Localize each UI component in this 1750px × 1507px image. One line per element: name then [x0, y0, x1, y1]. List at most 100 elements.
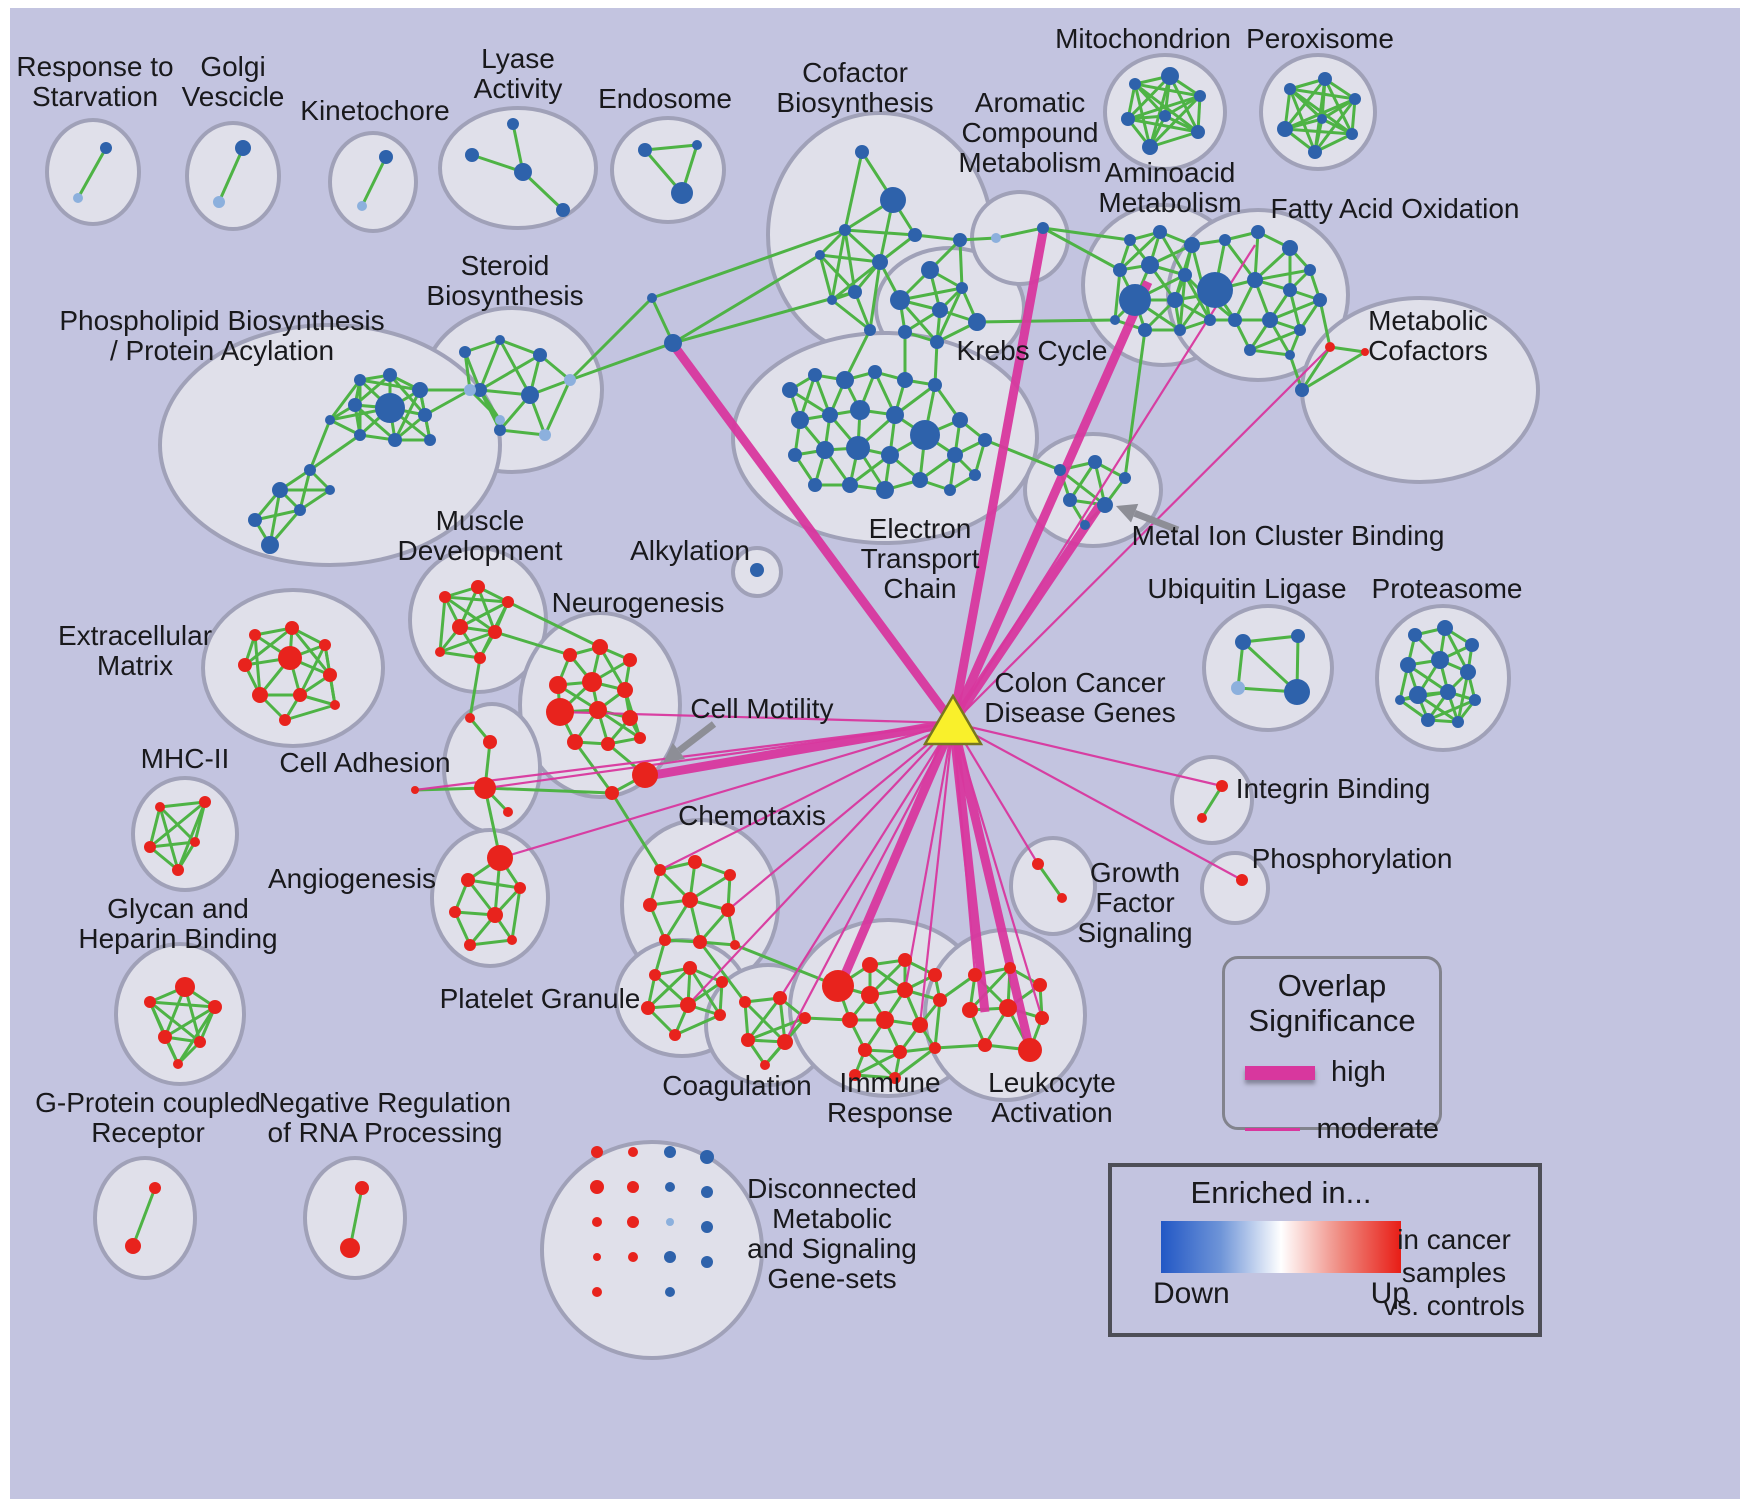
gene-node	[666, 1218, 674, 1226]
gene-edge	[968, 966, 1012, 1012]
gene-edge	[464, 338, 501, 354]
gene-edge	[831, 298, 871, 332]
gene-node	[1284, 679, 1310, 705]
gene-edge	[698, 909, 730, 943]
gene-node	[487, 845, 513, 871]
cluster-label-glycan-heparin-binding: Glycan and	[107, 893, 249, 924]
gene-edge	[958, 239, 964, 289]
gene-edge	[149, 1000, 201, 1044]
cluster-label-metabolic-cofactors: Metabolic	[1368, 305, 1488, 336]
gene-node	[1153, 225, 1167, 239]
gene-node	[872, 254, 888, 270]
gene-edge	[158, 806, 180, 871]
gene-edge	[746, 997, 782, 1041]
gene-node	[1054, 464, 1066, 476]
gene-node	[1346, 128, 1358, 140]
gene-node	[261, 536, 279, 554]
metal-ion-arrow	[1133, 509, 1180, 534]
cluster-label-integrin-binding: Integrin Binding	[1236, 773, 1431, 804]
cluster-bubble-fatty-acid-oxidation	[1166, 208, 1350, 382]
gene-node	[627, 1181, 639, 1193]
gene-node	[627, 1216, 639, 1228]
significance-edge-high	[948, 231, 1048, 724]
gene-node	[930, 335, 944, 349]
gene-node	[190, 837, 200, 847]
gene-node	[962, 1002, 978, 1018]
gene-node	[1452, 716, 1464, 728]
gene-node	[912, 472, 928, 488]
gene-edge	[176, 1006, 217, 1065]
gene-edge	[476, 586, 497, 633]
significance-edge-moderate	[687, 722, 954, 1006]
gene-edge	[854, 1073, 896, 1080]
gene-node	[693, 935, 707, 949]
gene-node	[701, 1186, 713, 1198]
layer-arrows	[663, 503, 1180, 763]
gene-edge	[164, 1005, 216, 1039]
gene-edge	[76, 147, 108, 199]
gene-edge	[298, 644, 327, 696]
gene-edge	[644, 143, 698, 152]
cluster-bubble-ubiquitin-ligase	[1202, 604, 1334, 732]
gene-edge	[244, 626, 293, 667]
gene-edge	[348, 1187, 364, 1249]
gene-node	[461, 873, 475, 887]
gene-node	[1304, 264, 1316, 276]
gene-edge	[459, 600, 509, 629]
gene-node	[375, 393, 405, 423]
gene-node	[665, 1182, 675, 1192]
gene-node	[921, 261, 939, 279]
cluster-label-disconnected-gene-sets: Disconnected	[747, 1173, 917, 1204]
gene-node	[149, 1182, 161, 1194]
gene-edge-inter	[984, 438, 1061, 472]
gene-edge	[1443, 627, 1470, 673]
significance-edge-moderate	[727, 722, 954, 911]
gene-node	[1138, 323, 1152, 337]
gene-edge	[1269, 298, 1321, 322]
gene-node	[815, 250, 825, 260]
gene-node	[1197, 272, 1233, 308]
gene-node	[932, 302, 948, 318]
gene-node	[1037, 222, 1049, 234]
gene-edge-inter	[734, 943, 839, 988]
gene-node	[1291, 629, 1305, 643]
gene-edge	[217, 147, 245, 203]
gene-node	[721, 903, 735, 917]
gene-edge-inter	[1042, 226, 1121, 272]
gene-node	[1159, 110, 1171, 122]
layer-hub	[922, 693, 984, 746]
gene-node	[782, 382, 798, 398]
significance-edge-moderate	[486, 721, 954, 790]
gene-edge	[1118, 230, 1162, 272]
gene-node	[842, 477, 858, 493]
gene-node	[208, 1000, 222, 1014]
cluster-label-platelet-granule: Platelet Granule	[440, 983, 641, 1014]
gene-node	[688, 855, 702, 869]
cell-motility-arrow-head	[663, 742, 685, 763]
significance-edge-moderate	[903, 722, 955, 991]
gene-node	[323, 668, 337, 682]
gene-node	[1033, 978, 1047, 992]
cluster-label-leukocyte-activation: Activation	[991, 1097, 1112, 1128]
significance-edge-high	[647, 718, 954, 781]
gene-edge	[499, 428, 546, 437]
gene-node	[474, 777, 496, 799]
gene-node	[1088, 455, 1102, 469]
gene-node	[1283, 283, 1297, 297]
cluster-bubble-glycan-heparin-binding	[114, 942, 246, 1086]
gene-node	[383, 368, 397, 382]
cluster-label-aromatic-compound-metabolism: Compound	[962, 117, 1099, 148]
gene-node	[449, 906, 461, 918]
gene-node	[928, 968, 942, 982]
gene-node	[1400, 657, 1416, 673]
gene-node	[855, 145, 869, 159]
gene-node	[411, 786, 419, 794]
cluster-label-metabolic-cofactors: Cofactors	[1368, 335, 1488, 366]
cluster-label-response-to-starvation: Response to	[16, 51, 173, 82]
gene-node	[929, 1042, 941, 1054]
significance-edge-high	[948, 280, 1153, 725]
gene-edge-inter	[1318, 299, 1332, 348]
gene-edge	[688, 967, 722, 1016]
